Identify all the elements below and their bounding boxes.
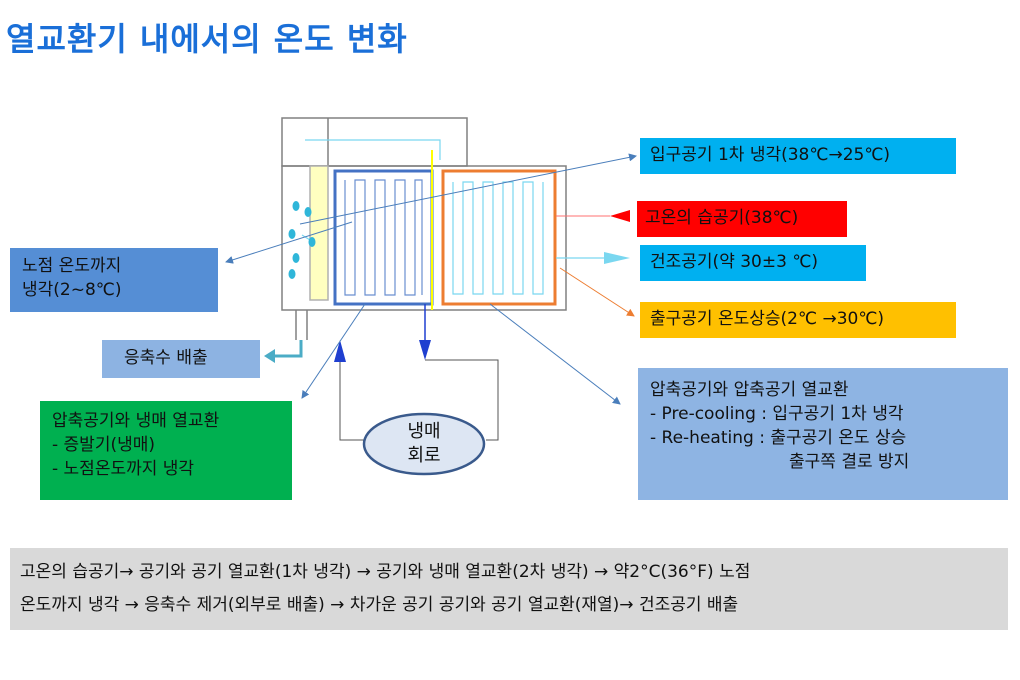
refrigerant-circuit-label: 냉매 회로	[362, 412, 486, 476]
dew-point-label: 노점 온도까지 냉각(2~8℃)	[10, 248, 218, 312]
dew-point-line-2: 냉각(2~8℃)	[22, 280, 122, 300]
inlet-cooling-label: 입구공기 1차 냉각(38℃→25℃)	[640, 138, 956, 174]
refrigerant-circuit	[362, 412, 486, 476]
air-flow-path	[301, 139, 441, 241]
refrigerant-circuit-lines	[339, 350, 499, 441]
refrigerant-in-arrow	[334, 340, 346, 362]
condensate-droplets	[288, 201, 316, 279]
refrigerant-circuit-line-2: 회로	[407, 445, 441, 466]
refrigerant-out-arrow	[419, 340, 431, 360]
hot-humid-air-label: 고온의 습공기(38℃)	[637, 201, 847, 237]
air-exchange-line-4: 출구쪽 결로 방지	[789, 452, 910, 472]
air-exchanger-coil	[441, 169, 557, 306]
refrigerant-exchange-line-2: - 증발기(냉매)	[52, 435, 156, 455]
hot-air-arrow	[610, 210, 630, 222]
air-exchange-line-1: 압축공기와 압축공기 열교환	[650, 380, 849, 400]
outlet-heating-label: 출구공기 온도상승(2℃ →30℃)	[640, 302, 956, 338]
evaporator-coil	[333, 169, 434, 306]
summary-line-1: 고온의 습공기→ 공기와 공기 열교환(1차 냉각) → 공기와 냉매 열교환(…	[20, 562, 751, 582]
refrigerant-circuit-line-1: 냉매	[407, 421, 441, 442]
condensate-drain-arrow	[264, 340, 303, 363]
dew-point-line-1: 노점 온도까지	[22, 256, 122, 276]
refrigerant-exchange-box: 압축공기와 냉매 열교환 - 증발기(냉매) - 노점온도까지 냉각	[40, 401, 292, 500]
air-exchange-line-2: - Pre-cooling : 입구공기 1차 냉각	[650, 404, 904, 424]
page-title: 열교환기 내에서의 온도 변화	[6, 20, 408, 58]
refrigerant-exchange-line-3: - 노점온도까지 냉각	[52, 459, 195, 479]
air-exchange-line-3: - Re-heating : 출구공기 온도 상승	[650, 428, 907, 448]
condensate-label: 응축수 배출	[102, 340, 260, 378]
air-exchange-box: 압축공기와 압축공기 열교환 - Pre-cooling : 입구공기 1차 냉…	[638, 368, 1008, 500]
dry-air-arrow	[604, 252, 630, 264]
callout-lines	[225, 153, 637, 405]
process-summary: 고온의 습공기→ 공기와 공기 열교환(1차 냉각) → 공기와 냉매 열교환(…	[10, 548, 1008, 630]
summary-line-2: 온도까지 냉각 → 응축수 제거(외부로 배출) → 차가운 공기 공기와 공기…	[20, 595, 739, 615]
dry-air-label: 건조공기(약 30±3 ℃)	[640, 245, 866, 281]
refrigerant-exchange-line-1: 압축공기와 냉매 열교환	[52, 411, 220, 431]
